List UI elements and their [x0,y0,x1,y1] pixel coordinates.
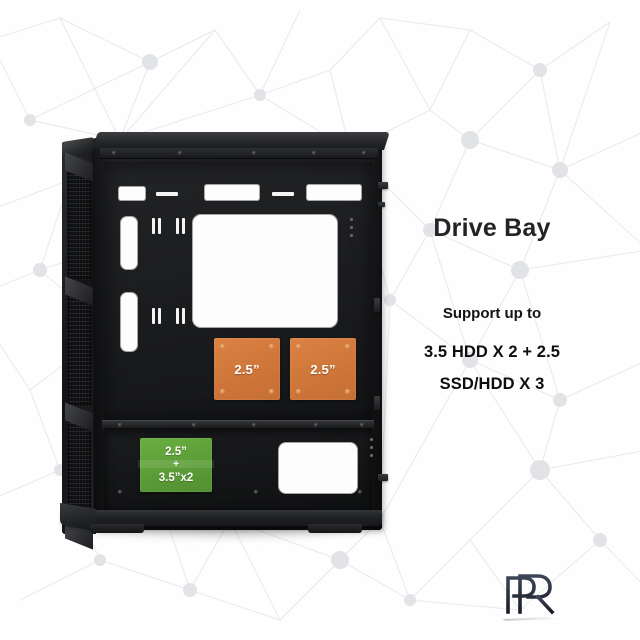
plate-screw [220,344,225,349]
screw [254,490,258,494]
cable-slot [156,192,178,196]
motherboard-tray: 2.5” 2.5” [104,162,372,420]
front-mesh-panel [62,136,96,550]
screw [118,490,122,494]
detail-dot [350,218,353,221]
spec-text-block: Drive Bay Support up to 3.5 HDD X 2 + 2.… [392,214,592,394]
drive-cage-separator: + [173,459,179,471]
screw [252,423,256,427]
screw [360,423,364,427]
screw [118,423,122,427]
side-panel-post [378,202,385,207]
detail-dot [350,234,353,237]
plate-screw [220,389,225,394]
standoff-mark [158,218,161,234]
pc-case: 2.5” 2.5” [60,132,390,550]
drive-cage-line-2: 3.5”x2 [158,471,194,484]
plate-screw [269,344,274,349]
side-panel-post [378,474,388,481]
mesh-vent-section [67,294,91,406]
case-base [62,510,382,526]
screw [112,151,116,155]
case-foot [90,524,144,533]
standoff-mark [176,308,179,324]
psu-shroud-divider [102,420,374,430]
plate-screw [296,344,301,349]
screw [362,151,366,155]
drive-cage-green[interactable]: 2.5” + 3.5”x2 [140,438,212,492]
standoff-mark [182,308,185,324]
screw [252,151,256,155]
detail-dot [370,438,373,441]
side-cable-cutout [120,216,138,270]
drive-plate-label: 2.5” [310,361,336,377]
standoff-mark [152,218,155,234]
cable-cutout [306,184,362,201]
side-panel-post [378,182,388,189]
drive-cage-highlight-band [138,460,214,468]
standoff-mark [182,218,185,234]
mesh-vent-section [67,168,91,280]
case-foot [308,524,362,533]
detail-dot [370,454,373,457]
top-rail [100,148,378,159]
pr-monogram-logo [502,574,562,621]
screw [178,151,182,155]
side-panel-latch [374,396,380,410]
cable-slot [272,192,294,196]
detail-dot [370,446,373,449]
side-panel-latch [374,298,380,312]
logo-reflection [502,617,562,621]
cpu-backplate-cutout [192,214,338,328]
spec-line-2: SSD/HDD X 3 [439,375,545,393]
screw [358,490,362,494]
page-title: Drive Bay [433,214,551,242]
plate-screw [345,389,350,394]
side-cable-cutout [120,292,138,352]
detail-dot [350,226,353,229]
support-label: Support up to [442,305,542,322]
drive-plate-label: 2.5” [234,361,260,377]
spec-line-1: 3.5 HDD X 2 + 2.5 [423,343,561,361]
drive-plate-orange-left[interactable]: 2.5” [214,338,280,400]
plate-screw [296,389,301,394]
screw [314,423,318,427]
screw [192,423,196,427]
cable-cutout [118,186,146,201]
plate-screw [345,344,350,349]
screw [312,151,316,155]
standoff-mark [158,308,161,324]
plate-screw [269,389,274,394]
drive-cage-line-1: 2.5” [165,445,187,458]
standoff-mark [152,308,155,324]
cable-cutout [204,184,260,201]
drive-plate-orange-right[interactable]: 2.5” [290,338,356,400]
standoff-mark [176,218,179,234]
psu-opening-cutout [278,442,358,494]
